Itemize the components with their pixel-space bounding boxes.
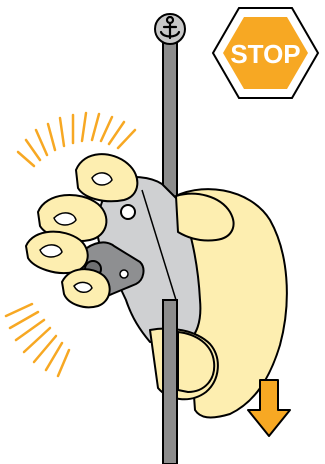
fingernail-ring — [40, 245, 62, 257]
stop-sign-icon: STOP — [213, 8, 318, 98]
lever-rivet — [120, 270, 128, 278]
anchor-icon — [155, 14, 185, 44]
fingernail-index — [92, 173, 112, 185]
belay-device-hole — [121, 205, 135, 219]
rope-lower — [163, 300, 177, 464]
motion-lines-lower — [6, 304, 69, 376]
stop-sign-label: STOP — [230, 39, 300, 69]
fingernail-middle — [54, 213, 76, 225]
